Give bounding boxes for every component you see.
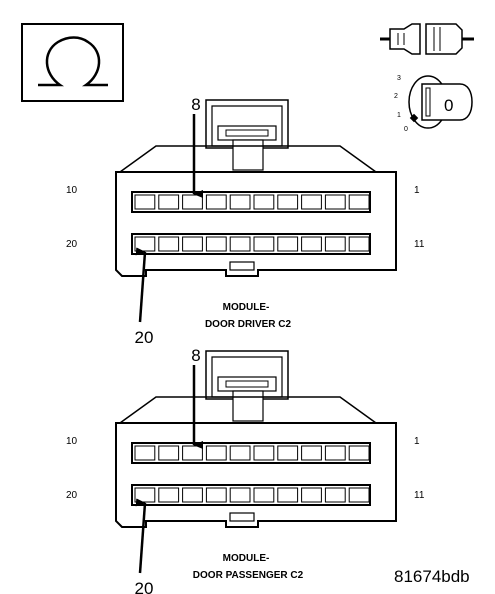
connector-plug-icon <box>380 23 474 55</box>
pin-cavity <box>182 445 203 461</box>
pin-label-top-left: 10 <box>66 436 78 447</box>
callout-pin-bottom: 20 <box>135 579 154 594</box>
pin-cavity <box>277 194 299 210</box>
pin-cavity <box>277 487 299 503</box>
pin-cavity <box>229 487 251 503</box>
callout-pin-top: 8 <box>191 95 200 114</box>
pin-cavity <box>158 236 180 252</box>
key-position-2: 2 <box>394 93 398 100</box>
callout-pin-bottom: 20 <box>135 328 154 347</box>
pin-cavity <box>253 445 275 461</box>
pin-cavity <box>182 194 203 210</box>
connector-shoulder <box>119 145 377 173</box>
key-position-0: 0 <box>404 126 408 133</box>
pin-cavity <box>277 445 299 461</box>
pin-cavity <box>277 236 299 252</box>
pin-cavity <box>182 236 203 252</box>
pin-cavity <box>324 236 346 252</box>
pin-cavity <box>205 236 227 252</box>
callout-arrow-bottom <box>135 247 147 323</box>
latch-slot <box>225 380 269 388</box>
pin-cavity <box>158 194 180 210</box>
callout-pin-top: 8 <box>191 346 200 365</box>
pin-cavity <box>348 194 370 210</box>
pin-label-bottom-right: 11 <box>414 239 425 250</box>
pin-cavity <box>229 236 251 252</box>
pin-cavity <box>348 236 370 252</box>
pin-cavity <box>253 194 275 210</box>
pin-cavity <box>301 194 322 210</box>
pin-cavity <box>253 487 275 503</box>
pin-cavity <box>301 445 322 461</box>
connector-shoulder <box>119 396 377 424</box>
pin-cavity <box>182 487 203 503</box>
pin-cavity <box>134 236 156 252</box>
connector-key <box>229 261 255 271</box>
pin-cavity <box>158 445 180 461</box>
latch-slot <box>225 129 269 137</box>
pin-cavity <box>229 445 251 461</box>
figure-id: 81674bdb <box>394 567 470 586</box>
pin-cavity <box>348 445 370 461</box>
connector-body <box>115 422 397 528</box>
pin-label-bottom-left: 20 <box>66 239 78 250</box>
pin-cavity <box>324 194 346 210</box>
pin-cavity <box>301 487 322 503</box>
key-position-3: 3 <box>397 75 401 82</box>
pin-cavity <box>205 194 227 210</box>
connector-key <box>229 512 255 522</box>
connector-title-line2: DOOR PASSENGER C2 <box>193 570 304 581</box>
pin-cavity <box>301 236 322 252</box>
pin-cavity <box>324 445 346 461</box>
latch-stem <box>232 139 264 171</box>
pin-label-top-right: 1 <box>414 185 420 196</box>
latch-stem <box>232 390 264 422</box>
pin-cavity <box>134 487 156 503</box>
key-position-1: 1 <box>397 112 401 119</box>
pin-label-bottom-right: 11 <box>414 490 425 501</box>
connector-title-line1: MODULE- <box>223 302 270 313</box>
connector-body <box>115 171 397 277</box>
pin-cavity <box>134 194 156 210</box>
pin-cavity <box>205 445 227 461</box>
connector-title-line1: MODULE- <box>223 553 270 564</box>
ignition-key-position-icon: 3 2 1 0 0 <box>394 75 473 133</box>
callout-arrow-bottom <box>135 498 147 574</box>
pin-cavity <box>253 236 275 252</box>
pin-label-bottom-left: 20 <box>66 490 78 501</box>
pin-label-top-left: 10 <box>66 185 78 196</box>
pin-cavity <box>229 194 251 210</box>
pin-cavity <box>134 445 156 461</box>
key-selected-position: 0 <box>444 96 453 115</box>
ohmmeter-icon <box>21 23 124 102</box>
pin-cavity <box>158 487 180 503</box>
pin-cavity <box>324 487 346 503</box>
pin-cavity <box>205 487 227 503</box>
pin-cavity <box>348 487 370 503</box>
connector-title-line2: DOOR DRIVER C2 <box>205 319 292 330</box>
pin-label-top-right: 1 <box>414 436 420 447</box>
